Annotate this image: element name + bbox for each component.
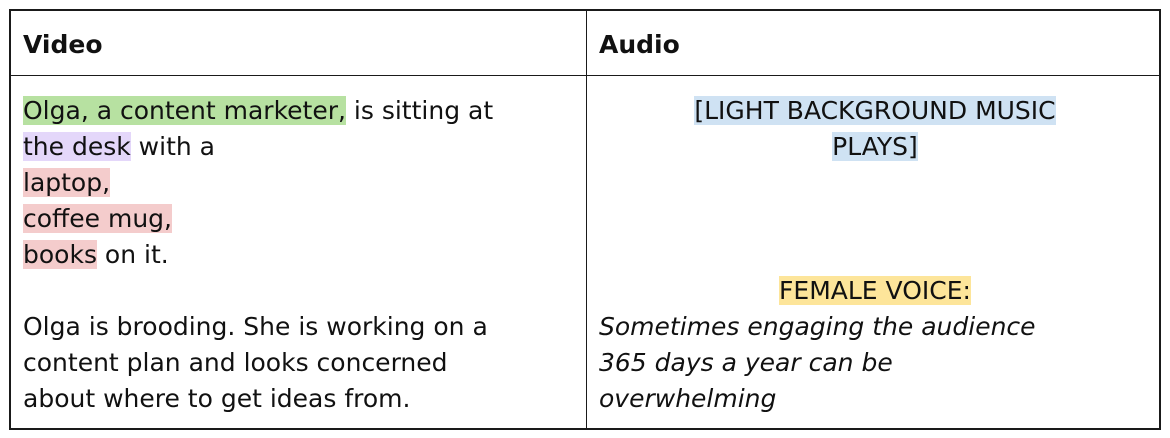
audio-column-header: Audio [599,30,680,59]
video-paragraph-line: content plan and looks concerned [23,348,448,377]
script-table: Video Audio Olga, a content marketer, is… [9,9,1161,430]
video-line: coffee mug, [23,201,575,237]
column-divider [586,11,587,428]
voice-line: 365 days a year can be [599,348,893,377]
voice-label-highlight: FEMALE VOICE: [779,276,971,305]
video-line: books on it. [23,237,575,273]
voice-label-line: FEMALE VOICE: [599,273,1151,309]
paragraph-spacer [23,273,575,309]
video-paragraph-line: Olga is brooding. She is working on a [23,312,488,341]
video-line-text: with a [130,132,215,161]
prop-highlight-mug: coffee mug, [23,204,172,233]
music-cue-line: PLAYS] [599,129,1151,165]
video-cell: Olga, a content marketer, is sitting at … [23,93,575,417]
voice-line: overwhelming [599,384,777,413]
music-cue-highlight: [LIGHT BACKGROUND MUSIC [694,96,1056,125]
music-cue-line: [LIGHT BACKGROUND MUSIC [599,93,1151,129]
video-line: Olga, a content marketer, is sitting at [23,93,575,129]
audio-cell: [LIGHT BACKGROUND MUSIC PLAYS] FEMALE VO… [599,93,1151,417]
music-cue-highlight: PLAYS] [832,132,918,161]
video-line: laptop, [23,165,575,201]
video-paragraph-line: about where to get ideas from. [23,384,411,413]
character-highlight: Olga, a content marketer, [23,96,346,125]
video-line: the desk with a [23,129,575,165]
header-row-divider [11,75,1159,76]
prop-highlight-books: books [23,240,97,269]
video-column-header: Video [23,30,103,59]
voice-line: Sometimes engaging the audience [599,312,1036,341]
audio-spacer [599,165,1151,201]
audio-spacer [599,201,1151,237]
audio-spacer [599,237,1151,273]
prop-highlight-laptop: laptop, [23,168,111,197]
video-line-text: is sitting at [345,96,494,125]
video-line-text: on it. [96,240,169,269]
setting-highlight: the desk [23,132,131,161]
